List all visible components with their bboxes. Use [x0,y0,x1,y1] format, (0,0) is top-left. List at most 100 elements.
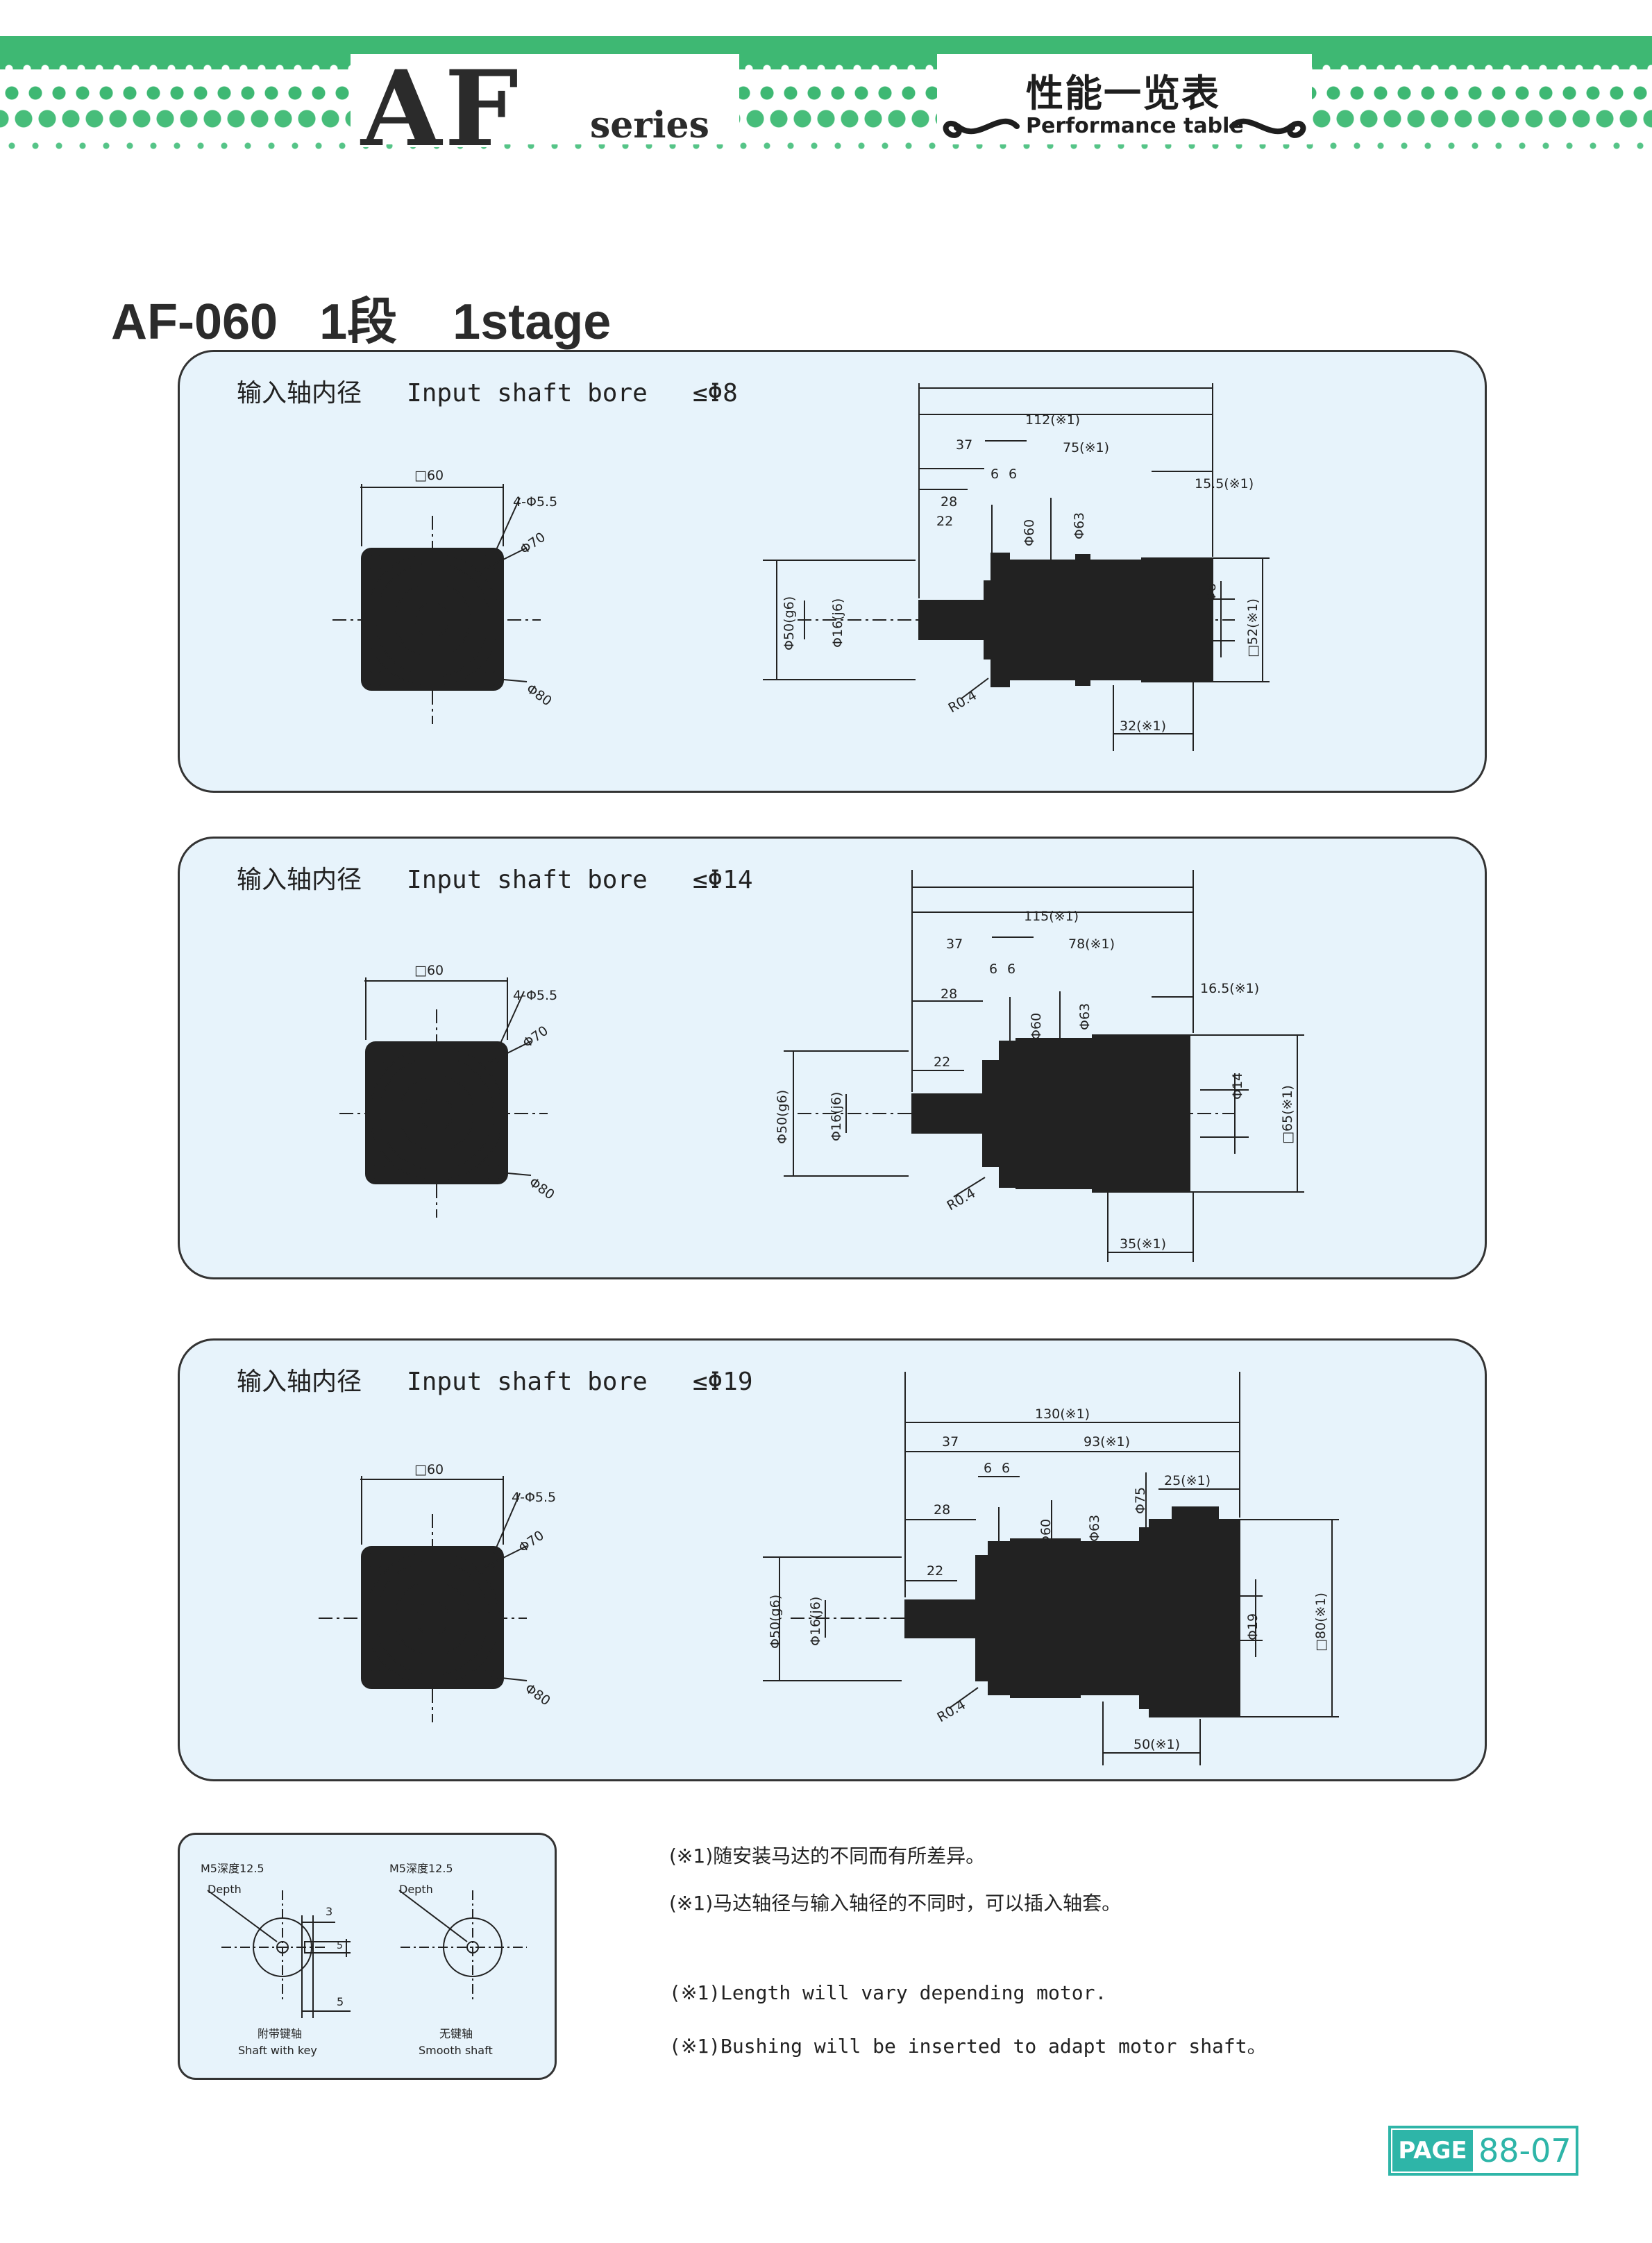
dim-28: 28 [941,986,957,1002]
note-en-1: (※1)Length will vary depending motor. [669,1981,1107,2004]
dim-22: 22 [934,1055,950,1070]
dim-pcd: Φ70 [517,530,548,557]
dim-6a: 6 [989,961,997,977]
dim-22: 22 [936,514,953,529]
dim-holes: 4-Φ5.5 [513,494,557,510]
right-depth-label: Depth [399,1883,433,1896]
left-caption-cn: 附带键轴 [258,2027,302,2040]
dim-pcd: Φ70 [516,1528,547,1556]
dim-pilot: Φ50(g6) [775,1090,790,1144]
dim-radius: R0.4 [945,1186,979,1214]
dim-37: 37 [942,1434,959,1450]
dim-37: 37 [946,936,963,952]
dim-outer: Φ80 [523,681,555,709]
dim-6b: 6 [1007,961,1015,977]
dim-6b: 6 [1009,467,1017,482]
dim-15: 16.5(※1) [1200,981,1259,996]
page-number: 88-07 [1478,2132,1571,2169]
left-depth-label: Depth [208,1883,242,1896]
model-title: AF-060 1段 1stage [111,294,612,350]
dimension-drawing: □60 4-Φ5.5 Φ70 Φ80 112(※1) 37 75(※1) 6 6… [332,383,1270,751]
shaft-detail-panel: M5深度12.5 Depth 3 5 5 附带键轴 Shaft with key… [178,1833,557,2080]
dim-75: 93(※1) [1084,1434,1130,1450]
dim-radius: R0.4 [946,688,980,716]
page-label: PAGE [1392,2130,1473,2171]
dim-flange: □65(※1) [1280,1085,1295,1144]
dim-shaft: Φ16(j6) [829,1092,844,1141]
right-caption-en: Smooth shaft [419,2044,493,2057]
dim-pilot: Φ50(g6) [782,596,797,650]
dimension-drawing: □60 4-Φ5.5 Φ70 Φ80 130(※1) 37 93(※1) 6 6… [319,1372,1339,1765]
panel-title: 输入轴内径 Input shaft bore ≤Φ14 [237,866,753,894]
header-dots-row-4 [0,137,1652,154]
dim-flange: □80(※1) [1313,1593,1329,1652]
left-tap-spec: M5深度12.5 [201,1862,264,1875]
dim-bore: Φ19 [1245,1613,1261,1640]
dim-phi60: Φ60 [1022,519,1037,546]
dim-5-b: 5 [337,1995,344,2008]
dimension-drawing: □60 4-Φ5.5 Φ70 Φ80 115(※1) 37 78(※1) 6 6… [339,870,1304,1262]
dim-radius: R0.4 [935,1697,969,1726]
right-caption-cn: 无键轴 [439,2027,473,2040]
dim-square: □60 [414,963,444,978]
dim-6a: 6 [991,467,999,482]
shaft-detail-drawing: M5深度12.5 Depth 3 5 5 附带键轴 Shaft with key… [201,1862,527,2057]
dim-15: 15.5(※1) [1195,476,1254,492]
dim-total: 130(※1) [1035,1406,1090,1422]
dim-75: 75(※1) [1063,440,1109,455]
dim-holes: 4-Φ5.5 [513,988,557,1003]
dim-22: 22 [927,1563,943,1579]
left-swirl-ornament [943,118,1020,138]
page-badge: PAGE 88-07 [1388,2126,1578,2176]
dim-28: 28 [941,494,957,510]
right-tap-spec: M5深度12.5 [389,1862,453,1875]
dim-phi63: Φ63 [1072,512,1087,539]
dim-total: 112(※1) [1025,412,1080,428]
dim-shaft: Φ16(j6) [808,1597,823,1646]
drawing-panel-2: 输入轴内径 Input shaft bore ≤Φ14 [178,837,1487,1279]
dim-phi60: Φ60 [1029,1013,1044,1040]
dim-75: 78(※1) [1068,936,1115,952]
drawing-panel-1: 输入轴内径 Input shaft bore ≤Φ8 [178,350,1487,793]
dim-15: 25(※1) [1164,1473,1211,1488]
header-dots-row-3 [0,108,1652,129]
dim-3: 3 [326,1905,332,1918]
note-en-2: (※1)Bushing will be inserted to adapt mo… [669,2035,1267,2058]
dim-square: □60 [414,1462,444,1477]
dim-phi63: Φ63 [1077,1003,1093,1030]
dim-phi63: Φ63 [1087,1515,1102,1542]
panel-title: 输入轴内径 Input shaft bore ≤Φ19 [237,1368,753,1396]
note-cn-1: (※1)随安装马达的不同而有所差异。 [669,1845,986,1867]
dim-square: □60 [414,468,444,483]
header-dots-row-2 [0,79,1652,107]
dim-bottom: 32(※1) [1120,719,1166,734]
dim-outer: Φ80 [526,1175,557,1202]
dim-outer: Φ80 [522,1681,553,1708]
dim-6a: 6 [984,1461,992,1476]
dim-bottom: 35(※1) [1120,1236,1166,1252]
series-label: series [590,104,709,146]
dim-pcd: Φ70 [520,1023,551,1051]
dim-total: 115(※1) [1024,909,1079,924]
header-dots-row-1 [0,60,1652,78]
dim-6b: 6 [1002,1461,1010,1476]
panel-title: 输入轴内径 Input shaft bore ≤Φ8 [237,379,738,408]
dim-bore: Φ14 [1230,1073,1245,1100]
page-header: AF series 性能一览表 Performance table [0,36,1652,175]
dim-phi60: Φ60 [1038,1519,1054,1546]
drawing-panel-3: 输入轴内径 Input shaft bore ≤Φ19 [178,1338,1487,1781]
brand-backdrop [351,54,739,144]
dim-holes: 4-Φ5.5 [512,1490,556,1505]
note-cn-2: (※1)马达轴径与输入轴径的不同时，可以插入轴套。 [669,1892,1122,1915]
left-caption-en: Shaft with key [238,2044,317,2057]
dim-shaft: Φ16(j6) [830,598,845,648]
dim-28: 28 [934,1502,950,1518]
dim-flange: □52(※1) [1245,598,1261,657]
dim-phi75: Φ75 [1133,1487,1148,1514]
dim-bottom: 50(※1) [1133,1737,1180,1752]
dim-bore: Φ8 [1204,583,1219,602]
perf-title-en: Performance table [1026,114,1244,138]
dim-37: 37 [956,437,972,453]
dim-pilot: Φ50(g6) [768,1595,783,1649]
perf-backdrop [937,54,1312,144]
